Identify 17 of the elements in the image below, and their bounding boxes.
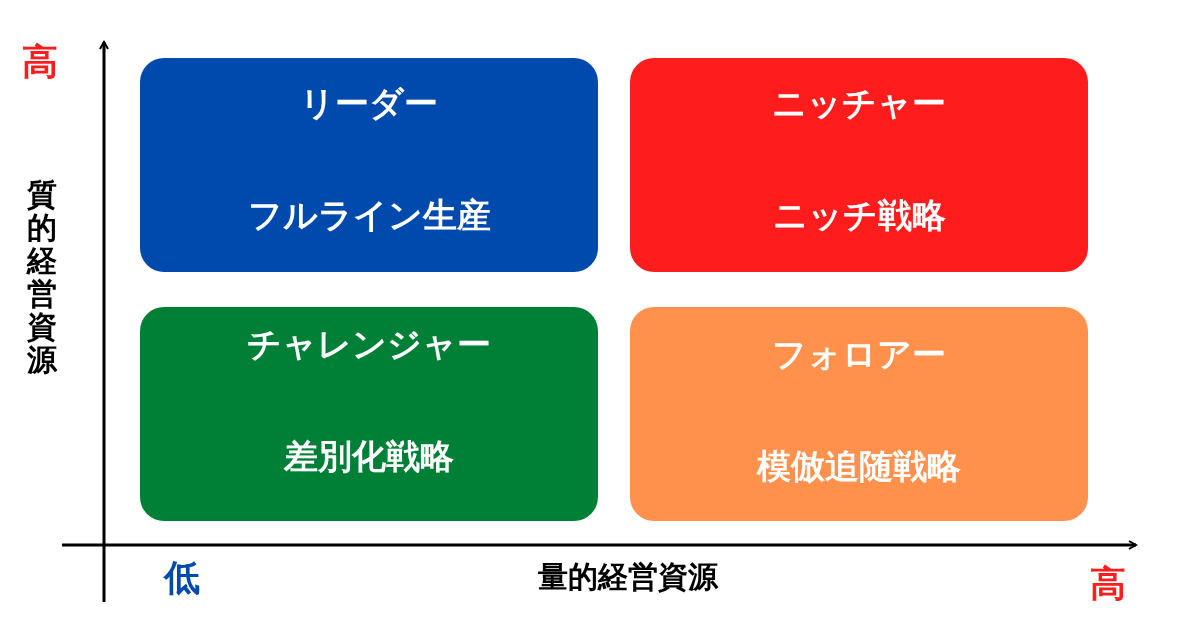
axis-label: 低: [164, 560, 200, 596]
strategy-text: ニッチ戦略: [771, 198, 947, 232]
strategy-text: フルライン生産: [246, 198, 492, 232]
quadrant-title: フォロアー: [771, 337, 947, 371]
axis-label: 高: [1090, 566, 1126, 602]
axis-label: 高: [22, 44, 58, 80]
strategy-text: 模倣追随戦略: [755, 449, 962, 483]
quadrant-box: [630, 307, 1088, 521]
quadrant-box: [140, 307, 598, 521]
quadrant-box: [630, 58, 1088, 272]
quadrant-title: ニッチャー: [771, 86, 947, 120]
axis-label: 量的経営資源: [538, 562, 718, 592]
quadrant-title: チャレンジャー: [246, 327, 492, 361]
strategy-text: 差別化戦略: [282, 439, 455, 473]
quadrant-box: [140, 58, 598, 272]
quadrant-title: リーダー: [299, 86, 439, 120]
axis-label: 質的経営資源: [27, 178, 57, 376]
